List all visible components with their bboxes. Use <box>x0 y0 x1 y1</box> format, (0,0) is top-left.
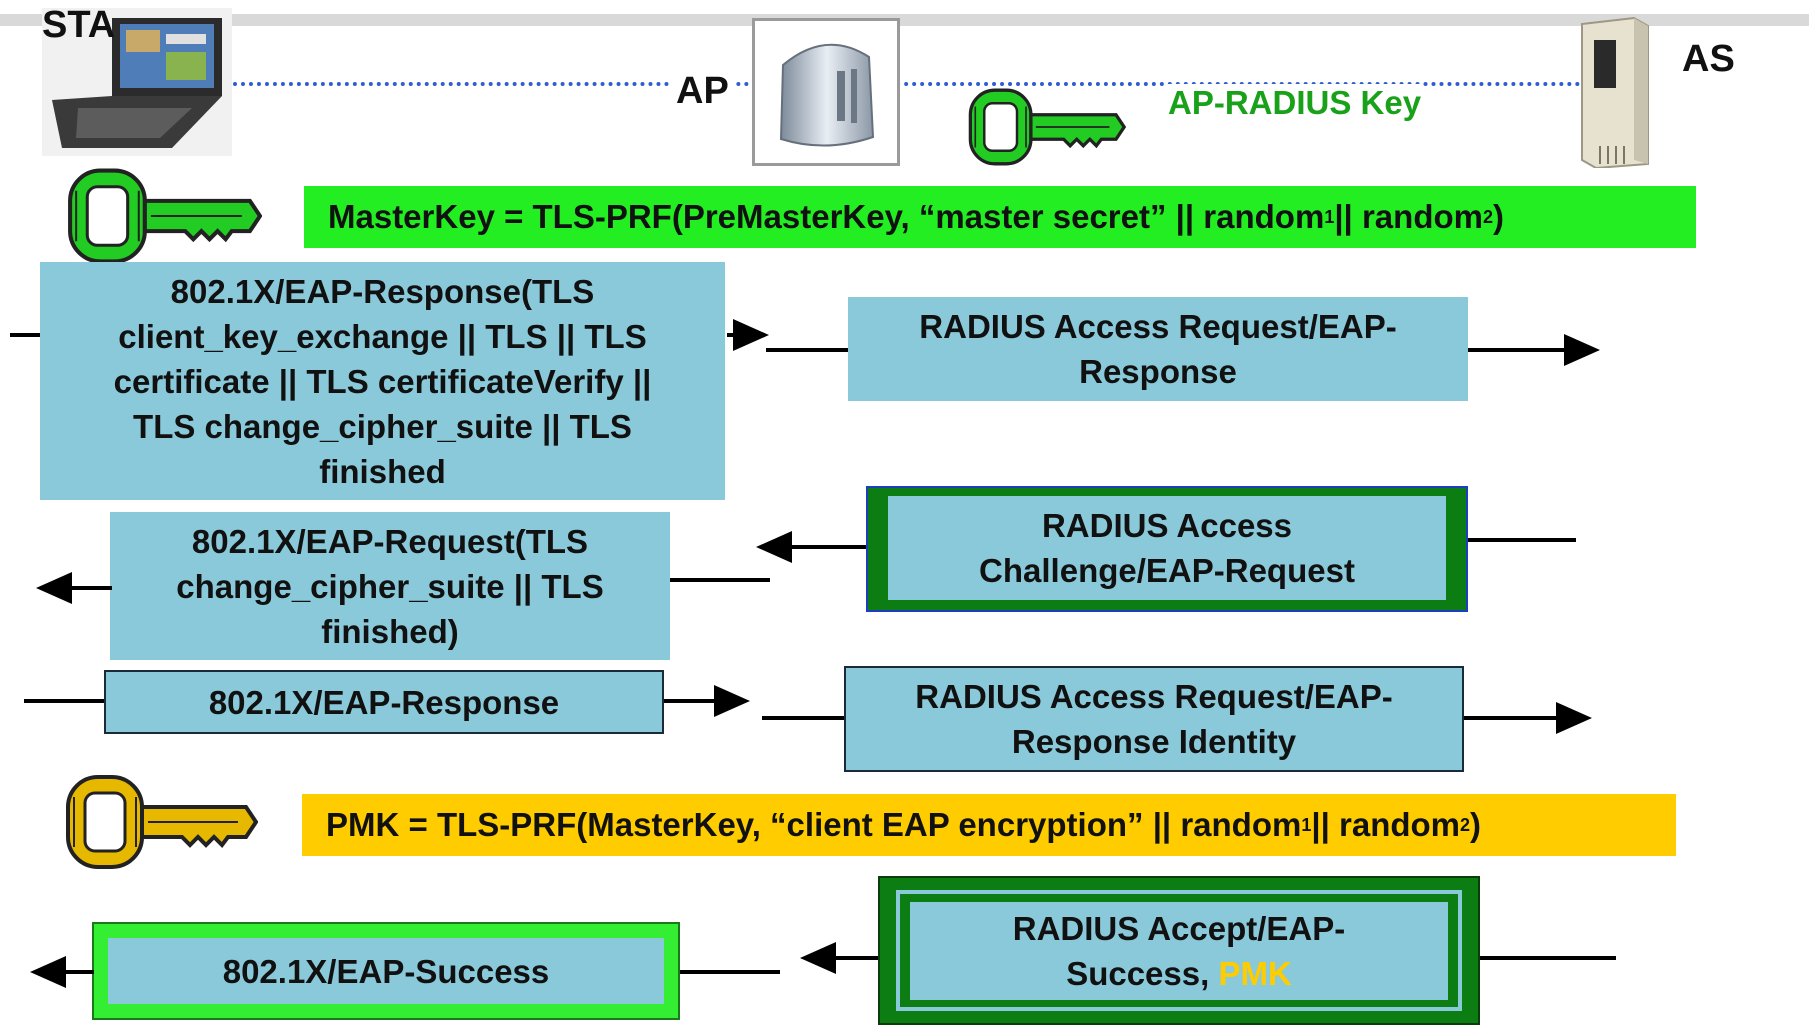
arrow-line <box>24 699 104 703</box>
random-subscript: 2 <box>1460 814 1471 835</box>
pmk-highlight: PMK <box>1218 955 1292 992</box>
arrow-right-head <box>714 685 750 717</box>
radius-access-request-identity-box: RADIUS Access Request/EAP- Response Iden… <box>844 666 1464 772</box>
laptop-icon <box>42 8 232 156</box>
green-key-icon <box>944 82 1144 172</box>
random-subscript: 2 <box>1482 206 1493 227</box>
eap-response-box: 802.1X/EAP-Response <box>104 670 664 734</box>
arrow-line <box>72 586 112 590</box>
master-key-formula-text: MasterKey = TLS-PRF(PreMasterKey, “maste… <box>328 198 1325 235</box>
arrow-line <box>766 348 848 352</box>
pmk-formula-text: || random <box>1311 806 1461 843</box>
master-key-formula-text: || random <box>1334 198 1483 235</box>
arrow-line <box>64 970 94 974</box>
sta-label: STA <box>42 4 116 46</box>
ap-radius-key-label: AP-RADIUS Key <box>1168 84 1422 122</box>
eap-success-box: 802.1X/EAP-Success <box>108 938 664 1004</box>
top-divider-bar <box>0 14 1809 26</box>
radius-access-request-box: RADIUS Access Request/EAP- Response <box>848 297 1468 401</box>
master-key-formula-text: ) <box>1493 198 1504 235</box>
as-label: AS <box>1682 38 1735 80</box>
arrow-right-head <box>1556 702 1592 734</box>
arrow-line <box>10 333 40 337</box>
pmk-formula-text: ) <box>1470 806 1482 843</box>
pmk-formula-text: PMK = TLS-PRF(MasterKey, “client EAP enc… <box>326 806 1302 843</box>
random-subscript: 1 <box>1301 814 1312 835</box>
arrow-line <box>836 956 878 960</box>
dotted-link-line <box>233 82 1581 86</box>
arrow-line <box>1464 716 1564 720</box>
arrow-left-head <box>800 942 836 974</box>
arrow-left-head <box>30 956 66 988</box>
arrow-line <box>664 699 714 703</box>
server-tower-icon <box>1578 14 1652 170</box>
arrow-right-head <box>1564 334 1600 366</box>
arrow-line <box>790 545 866 549</box>
eap-response-tls-box: 802.1X/EAP-Response(TLS client_key_excha… <box>40 262 725 500</box>
ap-label: AP <box>672 72 733 110</box>
eap-request-tls-box: 802.1X/EAP-Request(TLS change_cipher_sui… <box>110 512 670 660</box>
access-point-icon <box>752 18 900 166</box>
green-key-icon <box>60 156 262 276</box>
arrow-right-head <box>733 319 769 351</box>
gold-key-icon <box>58 762 258 882</box>
arrow-line <box>670 578 770 582</box>
random-subscript: 1 <box>1324 206 1335 227</box>
arrow-line <box>1480 956 1616 960</box>
radius-accept-box: RADIUS Accept/EAP- Success, PMK <box>910 902 1448 1000</box>
arrow-line <box>1468 538 1576 542</box>
pmk-formula: PMK = TLS-PRF(MasterKey, “client EAP enc… <box>302 794 1676 856</box>
arrow-line <box>762 716 844 720</box>
arrow-line <box>1468 348 1570 352</box>
master-key-formula: MasterKey = TLS-PRF(PreMasterKey, “maste… <box>304 186 1696 248</box>
radius-accept-text: RADIUS Accept/EAP- Success, <box>1012 910 1346 992</box>
arrow-line <box>680 970 780 974</box>
radius-access-challenge-box: RADIUS Access Challenge/EAP-Request <box>888 496 1446 600</box>
arrow-left-head <box>756 531 792 563</box>
arrow-left-head <box>36 572 72 604</box>
